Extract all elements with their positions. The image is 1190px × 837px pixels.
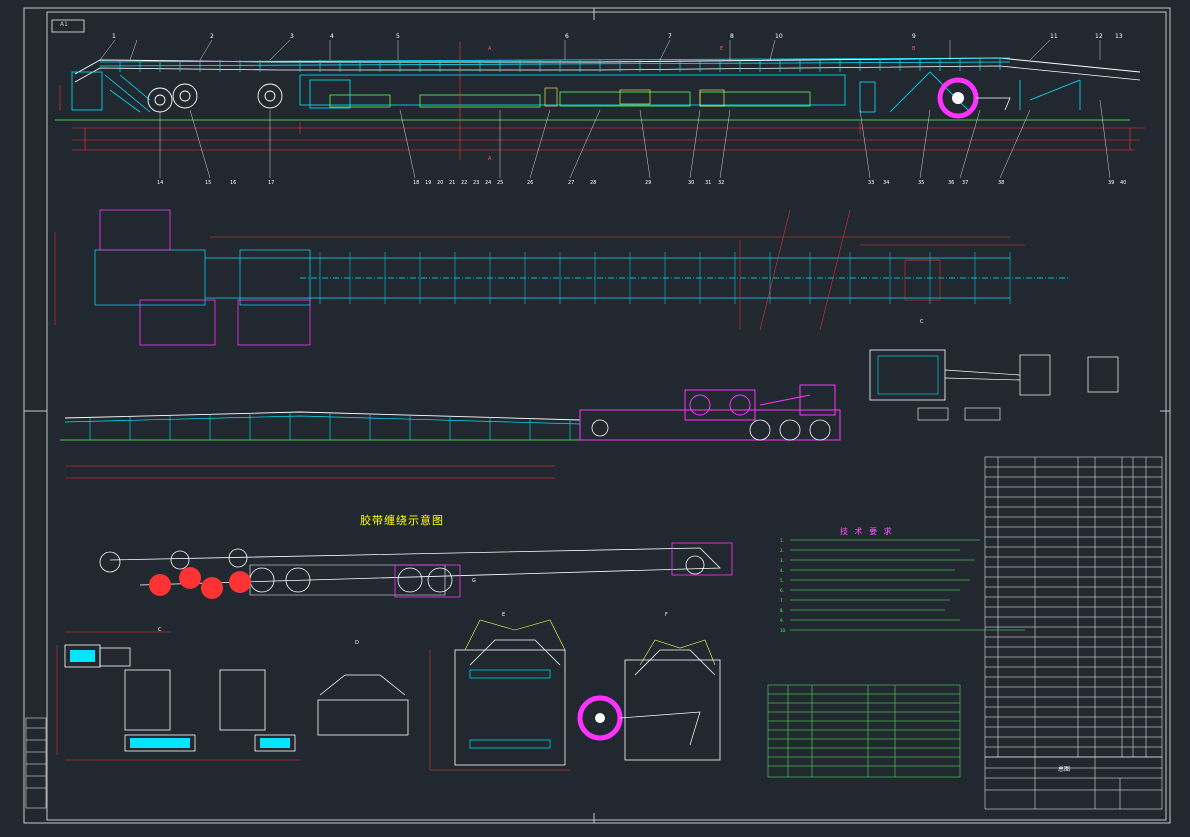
revision-strip (25, 717, 47, 809)
tech-note-1: 1. (780, 538, 784, 543)
tech-note-8: 8. (780, 608, 784, 613)
part-no-9: 9 (912, 33, 916, 40)
part-no-34: 34 (883, 180, 889, 186)
part-no-19: 19 (425, 180, 431, 186)
part-no-27: 27 (568, 180, 574, 186)
bill-of-materials (984, 456, 1163, 758)
part-no-30: 30 (688, 180, 694, 186)
belt-wrap-schematic (99, 542, 733, 599)
section-a-bottom: A (488, 156, 492, 162)
part-no-2: 2 (210, 33, 214, 40)
title-block-label: 总图 (1058, 765, 1070, 773)
part-no-25: 25 (497, 180, 503, 186)
part-no-24: 24 (485, 180, 491, 186)
view-label-f: F (665, 612, 668, 618)
part-no-17: 17 (268, 180, 274, 186)
tech-notes-body (790, 539, 1025, 631)
part-no-14: 14 (157, 180, 163, 186)
drive-drums (147, 83, 283, 113)
part-no-21: 21 (449, 180, 455, 186)
tech-note-7: 7. (780, 598, 784, 603)
tech-note-5: 5. (780, 578, 784, 583)
part-no-32: 32 (718, 180, 724, 186)
idler-ticks (119, 58, 1001, 72)
part-no-31: 31 (705, 180, 711, 186)
plan-labels: C (920, 319, 924, 325)
plan-view-label-c: C (920, 319, 924, 325)
title-block (984, 756, 1163, 810)
part-no-3: 3 (290, 33, 294, 40)
part-no-10: 10 (775, 33, 783, 40)
part-no-39: 39 (1108, 180, 1114, 186)
elevation-dimensions (59, 42, 1145, 160)
part-no-13: 13 (1115, 33, 1123, 40)
section-e-top: E (720, 46, 723, 52)
part-no-22: 22 (461, 180, 467, 186)
part-no-36: 36 (948, 180, 954, 186)
part-no-6: 6 (565, 33, 569, 40)
part-no-35: 35 (918, 180, 924, 186)
view-label-c: C (158, 627, 162, 633)
part-no-16: 16 (230, 180, 236, 186)
part-no-18: 18 (413, 180, 419, 186)
section-b-top: B (912, 46, 916, 52)
winch-drum (937, 77, 1011, 119)
part-leaders (99, 39, 1111, 179)
tech-note-10: 10. (780, 628, 787, 633)
view-label-g: G (472, 578, 476, 584)
section-a-top: A (488, 46, 492, 52)
yellow-details (544, 87, 725, 107)
part-no-20: 20 (437, 180, 443, 186)
part-no-1: 1 (112, 33, 116, 40)
belt-schematic-title: 胶带缠绕示意图 (360, 514, 444, 527)
part-numbers-top: 1 2 3 4 5 6 7 8 9 10 11 12 13 (112, 33, 1123, 40)
part-no-33: 33 (868, 180, 874, 186)
drive-unit-plan (56, 631, 300, 761)
part-no-15: 15 (205, 180, 211, 186)
green-mechanism (329, 91, 811, 108)
part-no-11: 11 (1050, 33, 1058, 40)
tech-note-4: 4. (780, 568, 784, 573)
tech-note-3: 3. (780, 558, 784, 563)
part-no-28: 28 (590, 180, 596, 186)
idler-cross-sections (317, 619, 721, 771)
part-no-7: 7 (668, 33, 672, 40)
part-no-37: 37 (962, 180, 968, 186)
tech-notes-title: 技 术 要 求 (840, 527, 894, 536)
tech-note-9: 9. (780, 618, 784, 623)
tail-machine (579, 384, 841, 441)
view-label-e: E (502, 612, 506, 618)
red-drive-drums (149, 567, 251, 599)
part-no-40: 40 (1120, 180, 1126, 186)
part-no-12: 12 (1095, 33, 1103, 40)
elevation-view: 1 2 3 4 5 6 7 8 9 10 11 12 13 14 15 16 1… (55, 33, 1145, 186)
tail-unit-elevation (60, 384, 841, 479)
plan-idler-ticks (319, 252, 1011, 304)
carry-idler-row (99, 57, 1011, 67)
tech-note-2: 2. (780, 548, 784, 553)
part-no-29: 29 (645, 180, 651, 186)
drawing-frame (23, 7, 1171, 824)
takeup-plan-detail (869, 349, 1119, 421)
part-no-26: 26 (527, 180, 533, 186)
part-no-8: 8 (730, 33, 734, 40)
plan-view: C (54, 209, 1070, 346)
section-markers: A A E B (488, 46, 916, 162)
plan-drive-boxes (99, 209, 311, 346)
part-numbers-bottom: 14 15 16 17 18 19 20 21 22 23 24 25 26 2… (157, 180, 1126, 186)
part-no-23: 23 (473, 180, 479, 186)
tech-note-6: 6. (780, 588, 784, 593)
view-label-d: D (355, 640, 359, 646)
parameter-table (767, 684, 961, 778)
frame-tag: A1 (60, 21, 68, 28)
part-no-38: 38 (998, 180, 1004, 186)
plan-dimensions (54, 209, 1025, 331)
part-no-5: 5 (396, 33, 400, 40)
part-no-4: 4 (330, 33, 334, 40)
